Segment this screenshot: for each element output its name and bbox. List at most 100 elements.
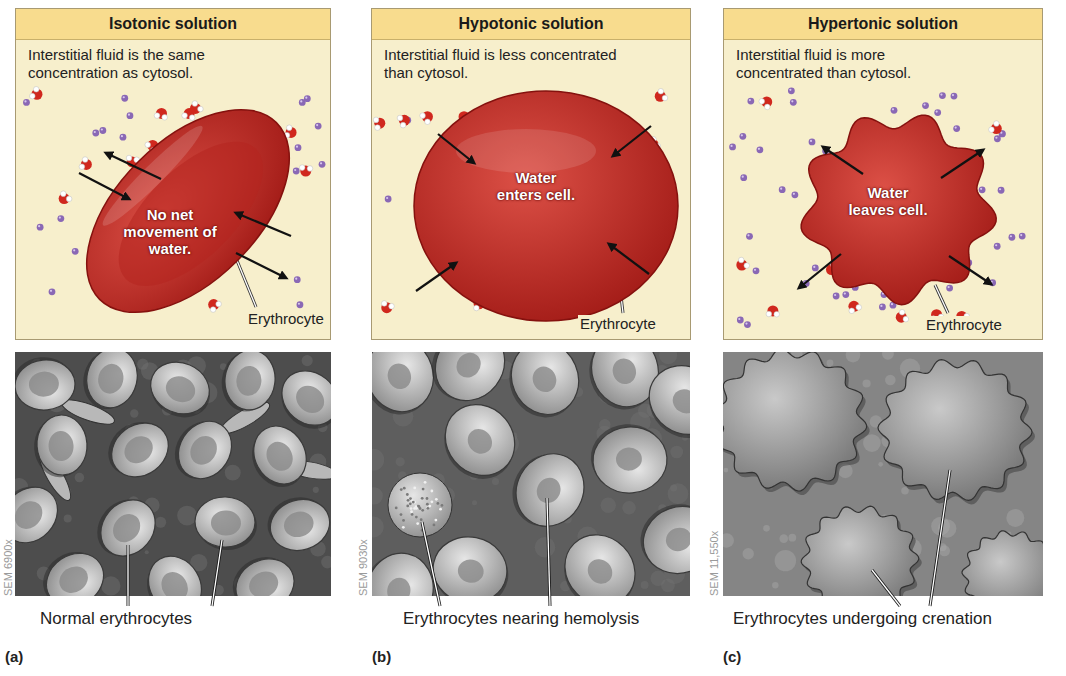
- solute-highlight: [24, 100, 26, 102]
- sphere-texture: [409, 497, 412, 500]
- solute-particle: [812, 264, 819, 271]
- solution-panel: Hypotonic solutionInterstitial fluid is …: [371, 8, 691, 340]
- sem-photo: [723, 352, 1043, 596]
- water-hydrogen: [126, 155, 132, 161]
- leader-line: [547, 498, 550, 606]
- photo-texture: [225, 465, 241, 481]
- solute-highlight: [316, 124, 318, 126]
- solute-particle: [791, 191, 798, 198]
- sphere-texture: [441, 504, 444, 507]
- sphere-texture: [433, 524, 436, 527]
- water-flow-arrow: [416, 263, 456, 291]
- solute-particle: [72, 248, 79, 255]
- solute-particle: [315, 123, 322, 130]
- photo-texture: [535, 537, 556, 558]
- water-hydrogen: [759, 99, 765, 105]
- erythrocyte-image: [86, 487, 166, 569]
- solute-highlight: [936, 110, 938, 112]
- cell-concavity: [384, 360, 414, 392]
- cell-rim: [634, 496, 690, 583]
- panel-heading: Hypotonic solution: [372, 9, 690, 40]
- solute-particle: [757, 146, 764, 153]
- cell-concavity: [609, 355, 639, 387]
- part-label: Erythrocyte: [246, 310, 326, 327]
- solution-panel: Isotonic solutionInterstitial fluid is t…: [15, 8, 331, 340]
- water-hydrogen: [903, 316, 909, 322]
- erythrocyte-image: [141, 353, 219, 426]
- solute-particle: [953, 125, 960, 132]
- water-hydrogen: [662, 95, 668, 101]
- cell-concavity: [663, 524, 690, 554]
- water-flow-arrow: [79, 173, 129, 199]
- erythrocyte-image: [427, 531, 515, 596]
- panel-heading: Isotonic solution: [16, 9, 330, 40]
- solute-highlight: [305, 97, 307, 99]
- solute-particle: [99, 127, 106, 134]
- solute-highlight: [754, 269, 756, 271]
- sem-photo: [15, 352, 331, 596]
- erythrocyte-image: [429, 390, 531, 493]
- water-hydrogen: [33, 87, 39, 93]
- water-hydrogen: [189, 115, 195, 121]
- solute-particle: [809, 138, 816, 145]
- sphere-texture: [411, 513, 414, 516]
- part-label: Erythrocyte: [924, 316, 1004, 333]
- photo-texture: [846, 352, 861, 362]
- photo-texture: [939, 545, 950, 556]
- solute-highlight: [791, 100, 793, 102]
- solute-particle: [385, 196, 392, 203]
- water-hydrogen: [210, 307, 216, 313]
- panel-heading: Hypertonic solution: [724, 9, 1042, 40]
- solute-particle: [779, 186, 786, 193]
- photo-texture: [878, 462, 883, 467]
- water-hydrogen: [738, 257, 744, 263]
- solute-particle: [739, 133, 746, 140]
- photo-texture: [882, 352, 894, 360]
- water-hydrogen: [375, 125, 381, 131]
- water-hydrogen: [145, 142, 151, 148]
- photo-caption: Normal erythrocytes: [40, 609, 192, 629]
- sphere-texture: [435, 498, 438, 501]
- solute-highlight: [891, 303, 893, 305]
- erythrocyte-image: [77, 352, 143, 415]
- photo-texture: [723, 533, 734, 547]
- cell-concavity: [235, 365, 263, 398]
- leader-line: [127, 545, 130, 606]
- sphere-texture: [439, 508, 442, 511]
- water-hydrogen: [307, 166, 313, 172]
- solute-particle: [737, 317, 744, 324]
- solute-highlight: [1020, 234, 1022, 236]
- cell-rim: [264, 492, 331, 558]
- water-hydrogen: [420, 113, 426, 119]
- leader-line: [935, 285, 948, 313]
- cell-rim: [81, 352, 144, 413]
- solute-particle: [49, 288, 56, 295]
- solute-highlight: [295, 278, 297, 280]
- cell-rim: [194, 496, 256, 548]
- water-flow-arrow: [613, 126, 651, 156]
- solute-highlight: [952, 94, 954, 96]
- crenated-cell-image: [962, 531, 1043, 596]
- water-hydrogen: [849, 308, 855, 314]
- cell-concavity: [54, 561, 93, 596]
- leader-line: [127, 545, 128, 606]
- solute-highlight: [741, 134, 743, 136]
- solute-particle: [299, 99, 306, 106]
- sphere-texture: [413, 507, 416, 510]
- photo-texture: [177, 506, 197, 526]
- solute-highlight: [793, 193, 795, 195]
- erythrocyte-image: [33, 540, 114, 596]
- solute-particle: [994, 135, 1001, 142]
- sphere-texture: [434, 519, 437, 522]
- solute-particle: [295, 144, 302, 151]
- water-hydrogen: [154, 113, 160, 119]
- solute-highlight: [745, 323, 747, 325]
- solute-particle: [891, 107, 898, 114]
- solute-highlight: [999, 188, 1001, 190]
- solute-particle: [92, 130, 99, 137]
- water-hydrogen: [299, 165, 305, 171]
- solute-particle: [293, 168, 300, 175]
- sphere-texture: [400, 488, 403, 491]
- water-hydrogen: [182, 113, 188, 119]
- solute-highlight: [73, 249, 75, 251]
